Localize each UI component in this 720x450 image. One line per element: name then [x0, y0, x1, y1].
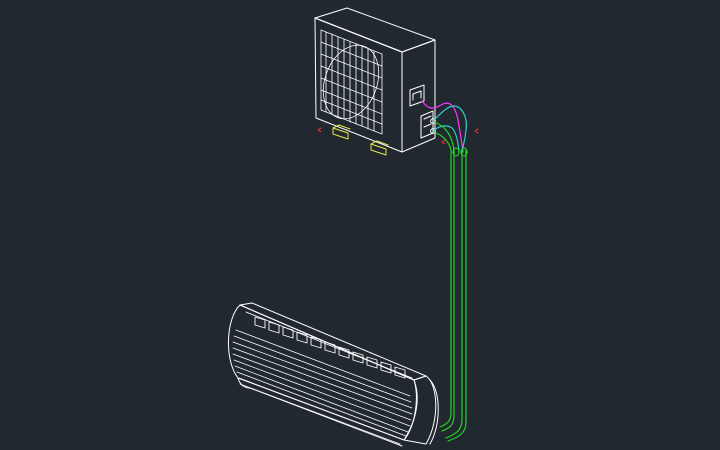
service-panel: [409, 84, 436, 139]
power-wire: [421, 100, 464, 153]
signal-wire: [433, 105, 467, 153]
indoor-split-unit: [228, 302, 439, 447]
outdoor-condenser-unit: [314, 7, 436, 153]
refrigerant-lines: [433, 121, 468, 442]
filter-panels: [245, 311, 413, 379]
mounting-feet: [332, 124, 389, 156]
fan-grille: [320, 29, 383, 135]
dimension-markers: [317, 127, 479, 145]
louvres: [232, 329, 413, 445]
